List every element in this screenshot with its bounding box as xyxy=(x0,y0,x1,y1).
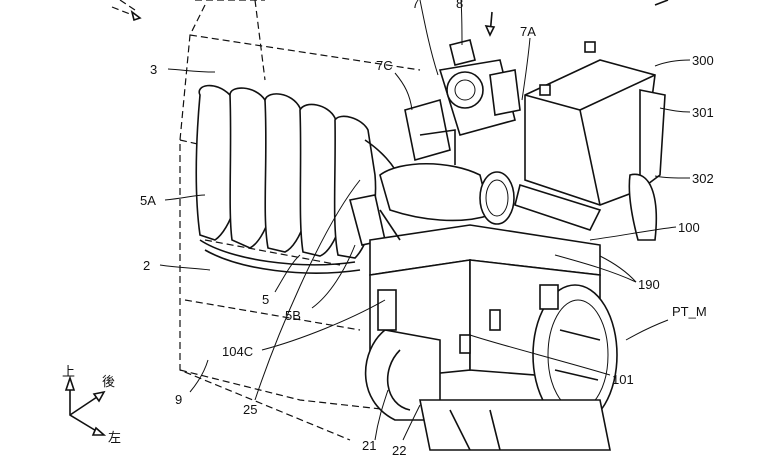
label-7A: 7A xyxy=(520,24,536,39)
axis-left-label: 左 xyxy=(108,430,121,445)
label-9: 9 xyxy=(175,392,182,407)
label-104C: 104C xyxy=(222,344,253,359)
label-3: 3 xyxy=(150,62,157,77)
label-5A: 5A xyxy=(140,193,156,208)
label-190: 190 xyxy=(638,277,660,292)
throttle-body-assembly xyxy=(349,39,521,246)
label-2: 2 xyxy=(143,258,150,273)
leader-lines xyxy=(159,0,691,441)
axis-up-label: 上 xyxy=(62,364,75,379)
label-301: 301 xyxy=(692,105,714,120)
battery-box xyxy=(514,41,666,241)
axis-back-label: 後 xyxy=(102,374,115,389)
label-8: 8 xyxy=(456,0,463,11)
label-5B: 5B xyxy=(285,308,301,323)
label-7C: 7C xyxy=(376,58,393,73)
engine-block xyxy=(364,209,618,451)
label-25: 25 xyxy=(243,402,257,417)
reference-labels: 3 5A 2 5 5B 104C 9 25 21 22 7 8 7C 7A 30… xyxy=(140,0,714,458)
label-300: 300 xyxy=(692,53,714,68)
label-22: 22 xyxy=(392,443,406,458)
label-100: 100 xyxy=(678,220,700,235)
label-21: 21 xyxy=(362,438,376,453)
label-5: 5 xyxy=(262,292,269,307)
label-302: 302 xyxy=(692,171,714,186)
label-7: 7 xyxy=(412,0,419,11)
direction-arrows xyxy=(111,0,669,37)
label-PT-M: PT_M xyxy=(672,304,707,319)
orientation-axes: 上 後 左 xyxy=(62,364,121,445)
label-101: 101 xyxy=(612,372,634,387)
